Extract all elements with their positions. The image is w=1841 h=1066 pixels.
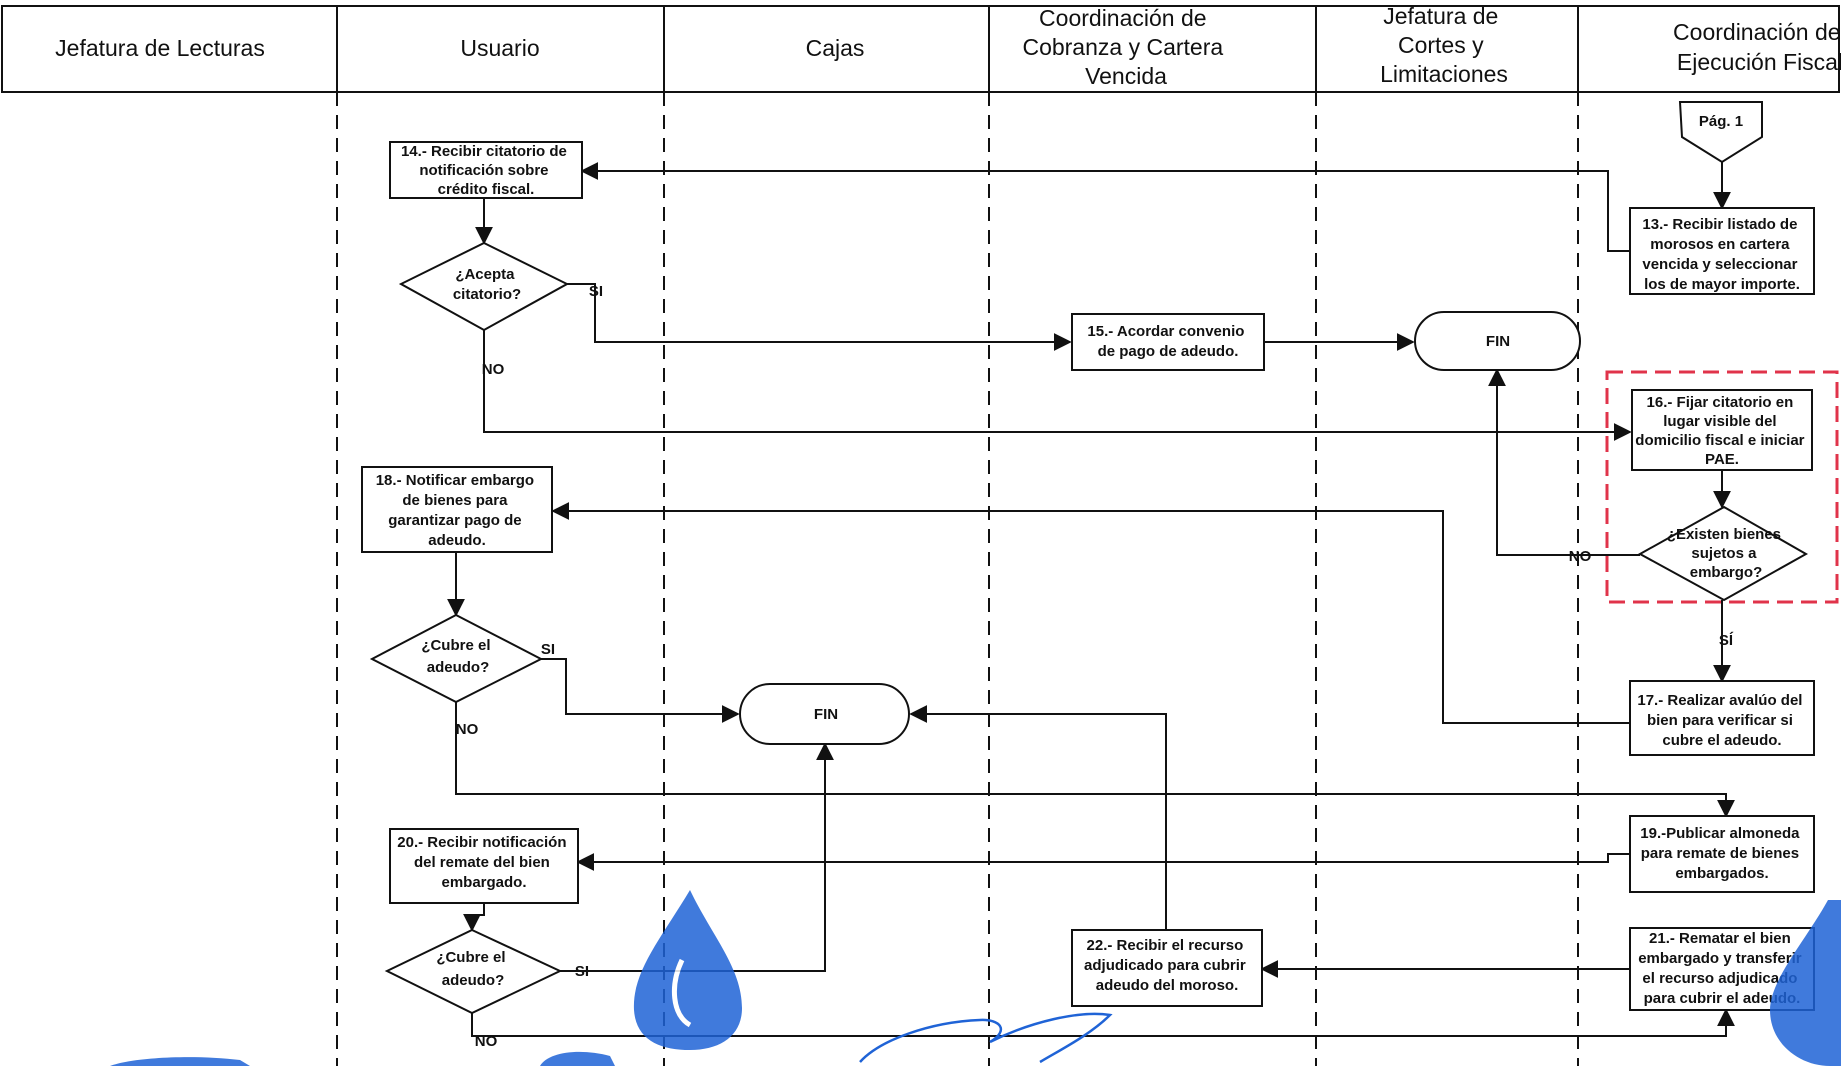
edge-label-si-cubre1: SI [541, 641, 555, 658]
edge-label-no-cubre2: NO [475, 1033, 498, 1050]
edge-label-si-bienes: SÍ [1719, 632, 1734, 649]
terminator-fin-2: FIN [739, 683, 910, 745]
svg-text:15.- Acordar convenio de: 15.- Acordar convenio de pago de adeudo. [1087, 323, 1248, 360]
swimlane-header [1, 5, 1840, 93]
edge-13-to-14 [580, 162, 1630, 252]
seal-bottom-left [110, 1051, 615, 1066]
offpage-connector-pag1: Pág. 1 [1678, 101, 1763, 164]
svg-text:20.- Recibir notificación: 20.- Recibir notificación del remate del… [397, 834, 570, 891]
process-18: 18.- Notificar embargo de bienes para ga… [361, 466, 553, 553]
water-drop-seal-right [1770, 900, 1841, 1066]
svg-text:21.- Rematar el bien emb: 21.- Rematar el bien embargado y transfe… [1638, 930, 1806, 1007]
edge-label-no-acepta: NO [482, 361, 505, 378]
edge-label-si-acepta: SI [589, 283, 603, 300]
svg-text:17.- Realizar avalúo del: 17.- Realizar avalúo del bien para verif… [1637, 692, 1806, 749]
process-19: 19.-Publicar almoneda para remate de bie… [1629, 815, 1815, 893]
edge-19-to-20 [576, 853, 1630, 871]
decision-cubre-adeudo-2: ¿Cubre el adeudo? [384, 928, 563, 1015]
lane-title-cajas: Cajas [806, 35, 865, 61]
svg-text:14.- Recibir citatorio de: 14.- Recibir citatorio de notificación s… [401, 143, 571, 198]
lane-title-usuario: Usuario [460, 35, 539, 61]
edge-20-to-cubre2 [463, 903, 485, 932]
terminator-fin-1: FIN [1414, 311, 1581, 371]
edge-cubre1-si-to-fin2 [541, 658, 740, 723]
edge-22-to-fin2 [909, 705, 1167, 930]
process-20: 20.- Recibir notificación del remate del… [389, 828, 579, 904]
process-17: 17.- Realizar avalúo del bien para verif… [1629, 680, 1815, 756]
edge-bienes-no-to-fin1 [1488, 368, 1640, 556]
svg-text:FIN: FIN [1486, 333, 1510, 350]
lane-title-cortes: Jefatura de Cortes y Limitaciones [1380, 3, 1508, 87]
edge-cubre2-no-to-21 [471, 1008, 1735, 1037]
lane-separators [336, 92, 1579, 1066]
edge-acepta-si-to-15 [567, 283, 1072, 351]
water-drop-seal [633, 890, 742, 1050]
highlight-box [1605, 370, 1839, 604]
edge-label-si-cubre2: SI [575, 963, 589, 980]
process-16: 16.- Fijar citatorio en lugar visible de… [1631, 389, 1813, 471]
decision-existen-bienes: ¿Existen bienes sujetos a embargo? [1637, 505, 1809, 602]
decision-acepta-citatorio: ¿Acepta citatorio? [398, 241, 570, 332]
svg-text:¿Existen bienes sujetos: ¿Existen bienes sujetos a embargo? [1667, 526, 1785, 581]
svg-text:22.- Recibir el recurso: 22.- Recibir el recurso adjudicado para … [1084, 937, 1250, 994]
lane-title-ejecucion: Coordinación de Ejecución Fiscal [1673, 19, 1841, 75]
decision-cubre-adeudo-1: ¿Cubre el adeudo? [369, 613, 544, 704]
svg-text:¿Cubre el adeudo?: ¿Cubre el adeudo? [421, 637, 494, 676]
edge-label-no-bienes: NO [1569, 548, 1592, 565]
svg-text:19.-Publicar almoneda pa: 19.-Publicar almoneda para remate de bie… [1640, 825, 1803, 882]
edge-17-to-18 [551, 502, 1630, 724]
handwritten-signature [859, 1012, 1113, 1064]
process-22: 22.- Recibir el recurso adjudicado para … [1071, 929, 1263, 1007]
edge-acepta-no-to-16 [483, 330, 1632, 441]
svg-text:13.- Recibir listado de: 13.- Recibir listado de morosos en carte… [1642, 216, 1801, 293]
edge-cubre1-no-to-19 [455, 702, 1735, 818]
lane-title-cobranza: Coordinación de Cobranza y Cartera Venci… [1022, 5, 1229, 89]
lane-title-jefatura-lecturas: Jefatura de Lecturas [55, 35, 265, 61]
svg-text:18.- Notificar embargo d: 18.- Notificar embargo de bienes para ga… [376, 472, 539, 549]
process-15: 15.- Acordar convenio de pago de adeudo. [1071, 313, 1265, 371]
svg-text:¿Cubre el adeudo?: ¿Cubre el adeudo? [436, 949, 509, 989]
process-13: 13.- Recibir listado de morosos en carte… [1629, 207, 1815, 295]
svg-text:FIN: FIN [814, 706, 838, 723]
edge-label-no-cubre1: NO [456, 721, 479, 738]
svg-text:16.- Fijar citatorio en: 16.- Fijar citatorio en lugar visible de… [1635, 394, 1808, 468]
process-14: 14.- Recibir citatorio de notificación s… [389, 141, 583, 199]
edges [447, 162, 1735, 1037]
svg-text:Pág. 1: Pág. 1 [1699, 113, 1743, 130]
svg-text:¿Acepta citatorio?: ¿Acepta citatorio? [453, 266, 521, 303]
